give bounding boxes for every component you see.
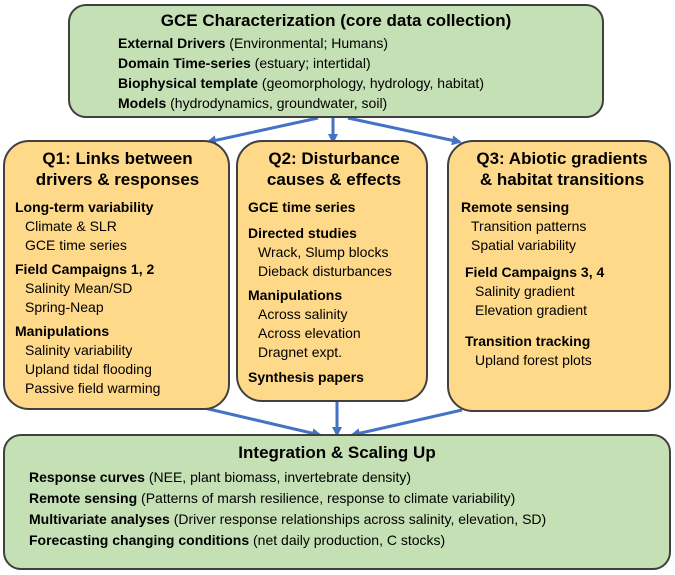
integration-line-remote-sensing: Remote sensing (Patterns of marsh resili… <box>29 490 516 506</box>
q3-item: Upland forest plots <box>475 352 592 368</box>
q1-item: Upland tidal flooding <box>25 361 152 377</box>
q1-box: Q1: Links between drivers & responses Lo… <box>3 140 230 410</box>
q2-section-gce-time-series: GCE time series <box>248 199 356 215</box>
integration-box: Integration & Scaling Up Response curves… <box>3 434 671 570</box>
q1-title-line2: drivers & responses <box>35 170 200 189</box>
core-line-models: Models (hydrodynamics, groundwater, soil… <box>118 95 388 111</box>
q1-item: Climate & SLR <box>25 218 117 234</box>
q3-item: Elevation gradient <box>475 302 588 318</box>
q2-item: Dieback disturbances <box>258 263 392 279</box>
integration-title: Integration & Scaling Up <box>238 443 436 462</box>
q2-box: Q2: Disturbance causes & effects GCE tim… <box>236 140 428 402</box>
arrow-top-to-q3 <box>347 116 462 146</box>
q2-item: Across salinity <box>258 306 348 322</box>
q1-section-manipulations: Manipulations <box>15 323 110 339</box>
q3-section-transition-tracking: Transition tracking <box>465 333 591 349</box>
core-data-collection-box: GCE Characterization (core data collecti… <box>68 4 604 118</box>
core-line-domain-time-series: Domain Time-series (estuary; intertidal) <box>118 55 371 71</box>
q3-box: Q3: Abiotic gradients & habitat transiti… <box>447 140 671 412</box>
core-data-title: GCE Characterization (core data collecti… <box>160 11 512 30</box>
q3-section-remote-sensing: Remote sensing <box>461 199 570 215</box>
arrow-q1-to-bottom <box>199 405 322 439</box>
q2-title-line2: causes & effects <box>266 170 402 189</box>
q3-item: Transition patterns <box>471 218 587 234</box>
arrow-top-to-q1 <box>206 116 319 146</box>
q3-item: Spatial variability <box>471 237 577 253</box>
integration-line-multivariate: Multivariate analyses (Driver response r… <box>29 511 547 527</box>
q2-item: Across elevation <box>258 325 361 341</box>
q2-item: Dragnet expt. <box>258 344 343 360</box>
q2-section-synthesis-papers: Synthesis papers <box>248 369 364 385</box>
q2-section-manipulations: Manipulations <box>248 287 343 303</box>
integration-line-response-curves: Response curves (NEE, plant biomass, inv… <box>29 469 412 485</box>
core-line-external-drivers: External Drivers (Environmental; Humans) <box>118 35 389 51</box>
q2-title-line1: Q2: Disturbance <box>268 149 400 168</box>
q2-item: Wrack, Slump blocks <box>258 244 389 260</box>
q1-item: Salinity variability <box>25 342 133 358</box>
q3-item: Salinity gradient <box>475 283 575 299</box>
q3-title-line1: Q3: Abiotic gradients <box>476 149 648 168</box>
q1-item: Passive field warming <box>25 380 161 396</box>
q1-item: Spring-Neap <box>25 299 104 315</box>
q1-title-line1: Q1: Links between <box>42 149 193 168</box>
q1-item: GCE time series <box>25 237 127 253</box>
q3-section-field-campaigns: Field Campaigns 3, 4 <box>465 264 605 280</box>
core-line-biophysical-template: Biophysical template (geomorphology, hyd… <box>118 75 484 91</box>
q1-section-field-campaigns: Field Campaigns 1, 2 <box>15 261 155 277</box>
q3-title-line2: & habitat transitions <box>479 170 645 189</box>
arrow-q3-to-bottom <box>350 408 463 439</box>
integration-line-forecasting: Forecasting changing conditions (net dai… <box>29 532 446 548</box>
q1-item: Salinity Mean/SD <box>25 280 133 296</box>
q2-section-directed-studies: Directed studies <box>248 225 357 241</box>
q1-section-long-term: Long-term variability <box>15 199 154 215</box>
